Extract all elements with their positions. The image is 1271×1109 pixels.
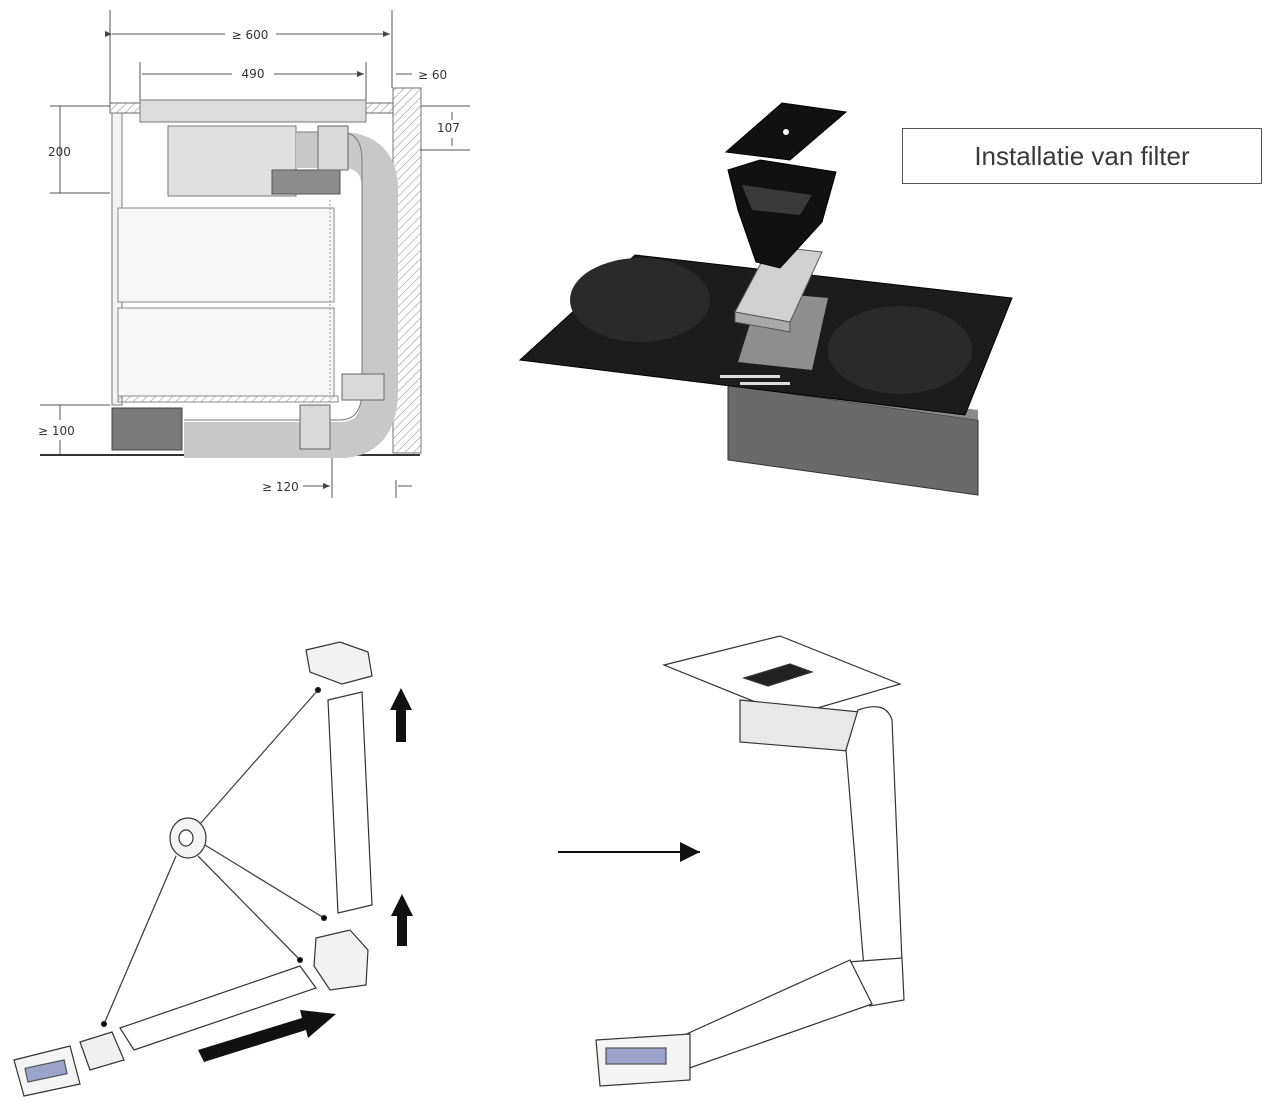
duct-kit-assembled [595,635,905,1087]
dim-bottom: ≥ 120 [262,480,299,494]
elbow-upper [305,641,373,685]
grille-slot [24,1059,68,1083]
assembled-duct-vertical [845,706,903,969]
dim-height: 200 [48,145,71,159]
assembled-duct-horizontal [659,959,873,1073]
motor-outlet [271,169,341,195]
cover-hole [783,129,789,135]
elbow-lower [313,929,369,991]
assembled-grille-slot [605,1047,667,1065]
assembled-motor [739,699,861,753]
duct-elbow-bottom [341,373,385,401]
filter-exploded-view [518,102,1013,496]
duct-inner-edge [184,131,363,421]
dim-plinth: ≥ 100 [38,424,75,438]
arrow-up-lower [391,894,413,946]
filter-label-box: Installatie van filter [902,128,1262,184]
duct-joint [299,404,331,450]
cooking-zone-left [570,258,710,342]
dim-cutout-width: 490 [242,67,265,81]
duct-elbow-top [317,125,349,171]
touch-controls [720,375,790,385]
hob-plate [139,99,367,123]
duct-kit-exploded [13,641,373,1097]
drawer-lower [117,307,335,397]
dimension-lines [40,10,470,498]
assembly-lines [103,689,325,1025]
dim-total-width: ≥ 600 [232,28,269,42]
assembled-vent [742,663,814,687]
dim-wall-gap: ≥ 60 [418,68,447,82]
duct-horizontal [119,965,317,1051]
filter-label: Installatie van filter [974,140,1190,171]
arrow-up-upper [390,688,412,742]
cabinet-bottom [117,395,339,403]
dim-worktop-depth: 107 [437,121,460,135]
arrow-diagonal [198,1010,336,1062]
cooking-zone-right [828,306,972,394]
direction-arrows [198,688,413,1062]
cross-section-drawing: ≥ 600 490 ≥ 60 107 200 ≥ 100 ≥ 120 [38,10,470,498]
duct-vertical [327,691,373,914]
plinth-grille [111,407,183,451]
drawer-upper [117,207,335,303]
filter-box-front [727,384,979,496]
duct-connector [79,1031,125,1071]
